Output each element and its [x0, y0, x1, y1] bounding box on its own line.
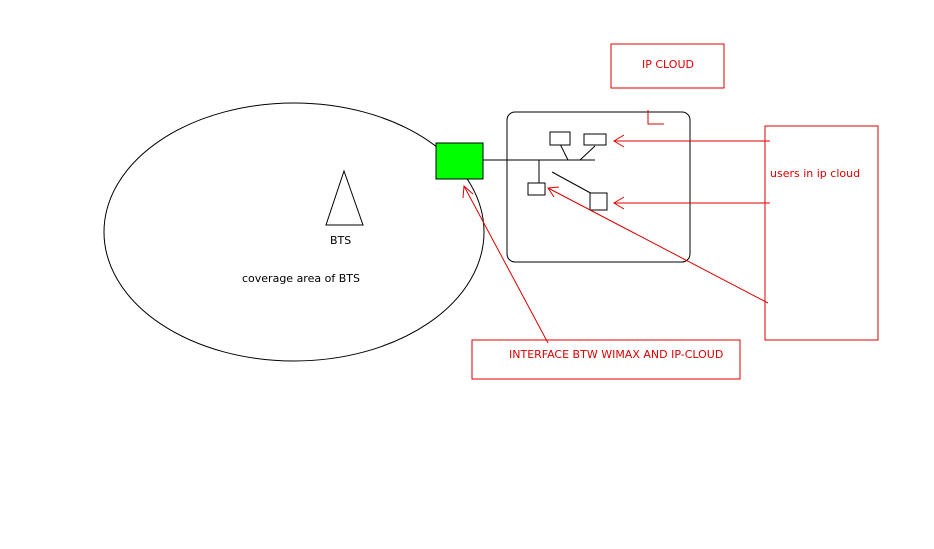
- network-links: [483, 143, 597, 197]
- users-label: users in ip cloud: [770, 167, 860, 180]
- user-node: [589, 192, 608, 211]
- user-node: [583, 133, 607, 146]
- ip-cloud-label: IP CLOUD: [642, 58, 694, 71]
- bts-label: BTS: [330, 234, 351, 247]
- bts-tower-icon: [325, 169, 364, 226]
- user-arrows: [547, 134, 770, 304]
- coverage-label: coverage area of BTS: [242, 272, 360, 285]
- ip-cloud-pointer: [647, 110, 664, 125]
- ip-cloud-label-box: [610, 43, 725, 89]
- user-node: [549, 131, 571, 146]
- interface-node: [435, 142, 484, 180]
- users-label-box: [764, 125, 879, 341]
- user-node: [527, 182, 546, 196]
- ip-cloud-box: [506, 111, 691, 263]
- coverage-area-ellipse: [103, 102, 485, 362]
- interface-label: INTERFACE BTW WIMAX AND IP-CLOUD: [509, 348, 723, 361]
- interface-arrow: [462, 184, 549, 344]
- interface-label-box: [471, 339, 741, 380]
